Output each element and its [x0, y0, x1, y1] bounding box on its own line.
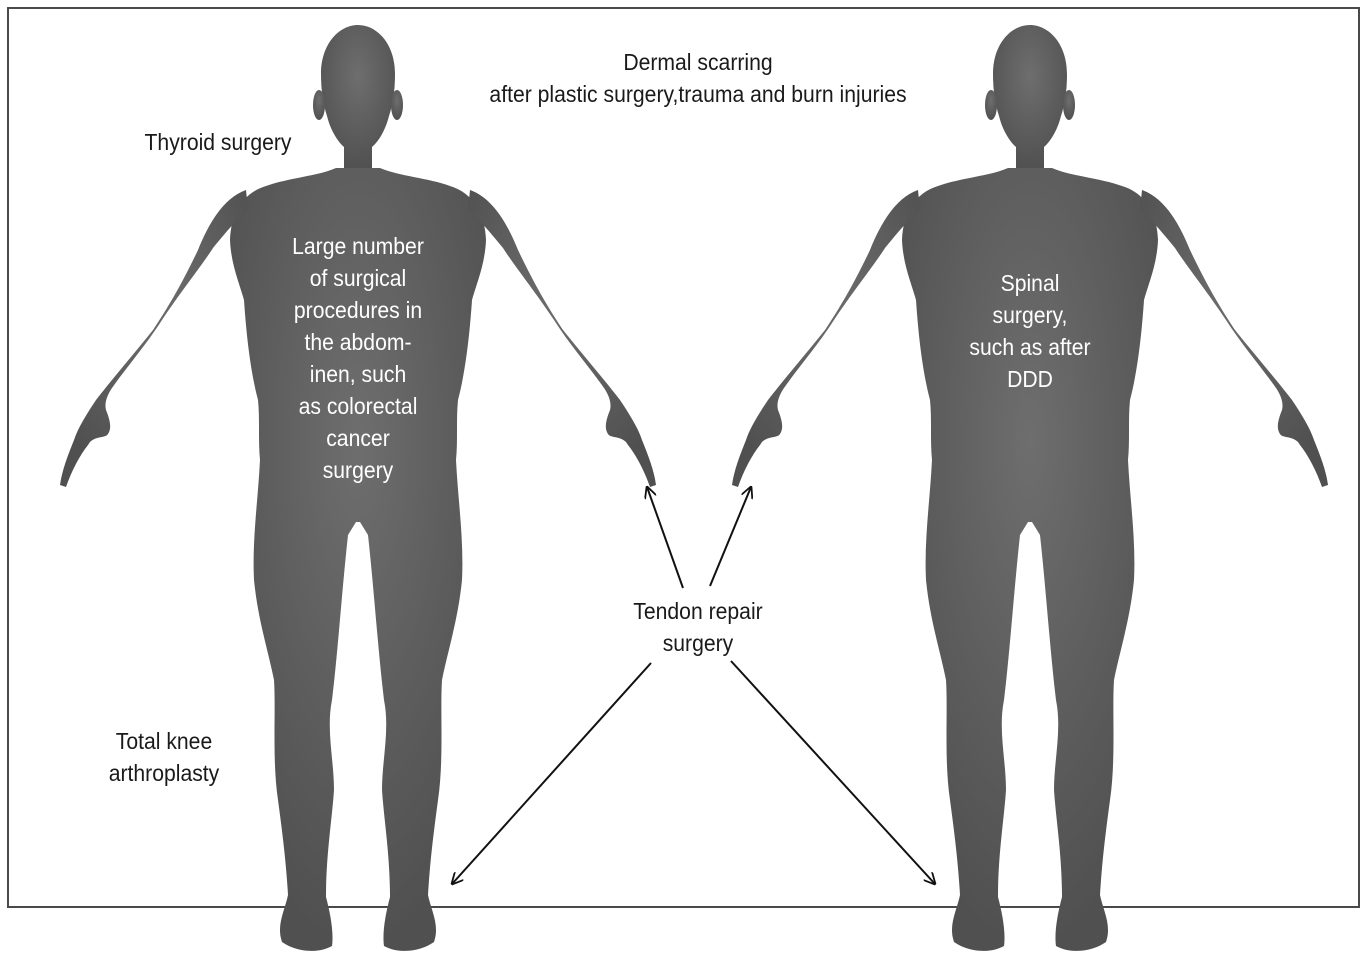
spinal-surgery-line-3: such as after — [956, 331, 1103, 363]
total-knee-line-1: Total knee — [90, 725, 237, 757]
abdominal-surgery-line-3: procedures in — [275, 294, 441, 326]
spinal-surgery-line-2: surgery, — [956, 299, 1103, 331]
thyroid-surgery-line-1: Thyroid surgery — [135, 126, 301, 158]
abdominal-surgery-line-7: cancer — [275, 422, 441, 454]
total-knee-label: Total knee arthroplasty — [90, 725, 237, 789]
spinal-surgery-line-1: Spinal — [956, 267, 1103, 299]
arrow-to-front-right-hand — [647, 487, 683, 588]
abdominal-surgery-label: Large number of surgical procedures in t… — [275, 230, 441, 486]
dermal-scarring-line-1: Dermal scarring — [486, 46, 909, 78]
dermal-scarring-label: Dermal scarring after plastic surgery,tr… — [486, 46, 909, 110]
abdominal-surgery-line-1: Large number — [275, 230, 441, 262]
thyroid-surgery-label: Thyroid surgery — [135, 126, 301, 158]
abdominal-surgery-line-2: of surgical — [275, 262, 441, 294]
abdominal-surgery-line-4: the abdom- — [275, 326, 441, 358]
tendon-repair-line-2: surgery — [615, 627, 781, 659]
arrow-to-back-left-hand — [710, 487, 751, 586]
arrow-to-front-right-ankle — [452, 663, 651, 884]
arrow-to-back-right-ankle — [731, 661, 935, 884]
tendon-repair-label: Tendon repair surgery — [615, 595, 781, 659]
spinal-surgery-label: Spinal surgery, such as after DDD — [956, 267, 1103, 395]
total-knee-line-2: arthroplasty — [90, 757, 237, 789]
abdominal-surgery-line-5: inen, such — [275, 358, 441, 390]
abdominal-surgery-line-6: as colorectal — [275, 390, 441, 422]
back-body-figure — [732, 25, 1328, 951]
dermal-scarring-line-2: after plastic surgery,trauma and burn in… — [486, 78, 909, 110]
spinal-surgery-line-4: DDD — [956, 363, 1103, 395]
front-body-figure — [60, 25, 656, 951]
tendon-repair-line-1: Tendon repair — [615, 595, 781, 627]
abdominal-surgery-line-8: surgery — [275, 454, 441, 486]
